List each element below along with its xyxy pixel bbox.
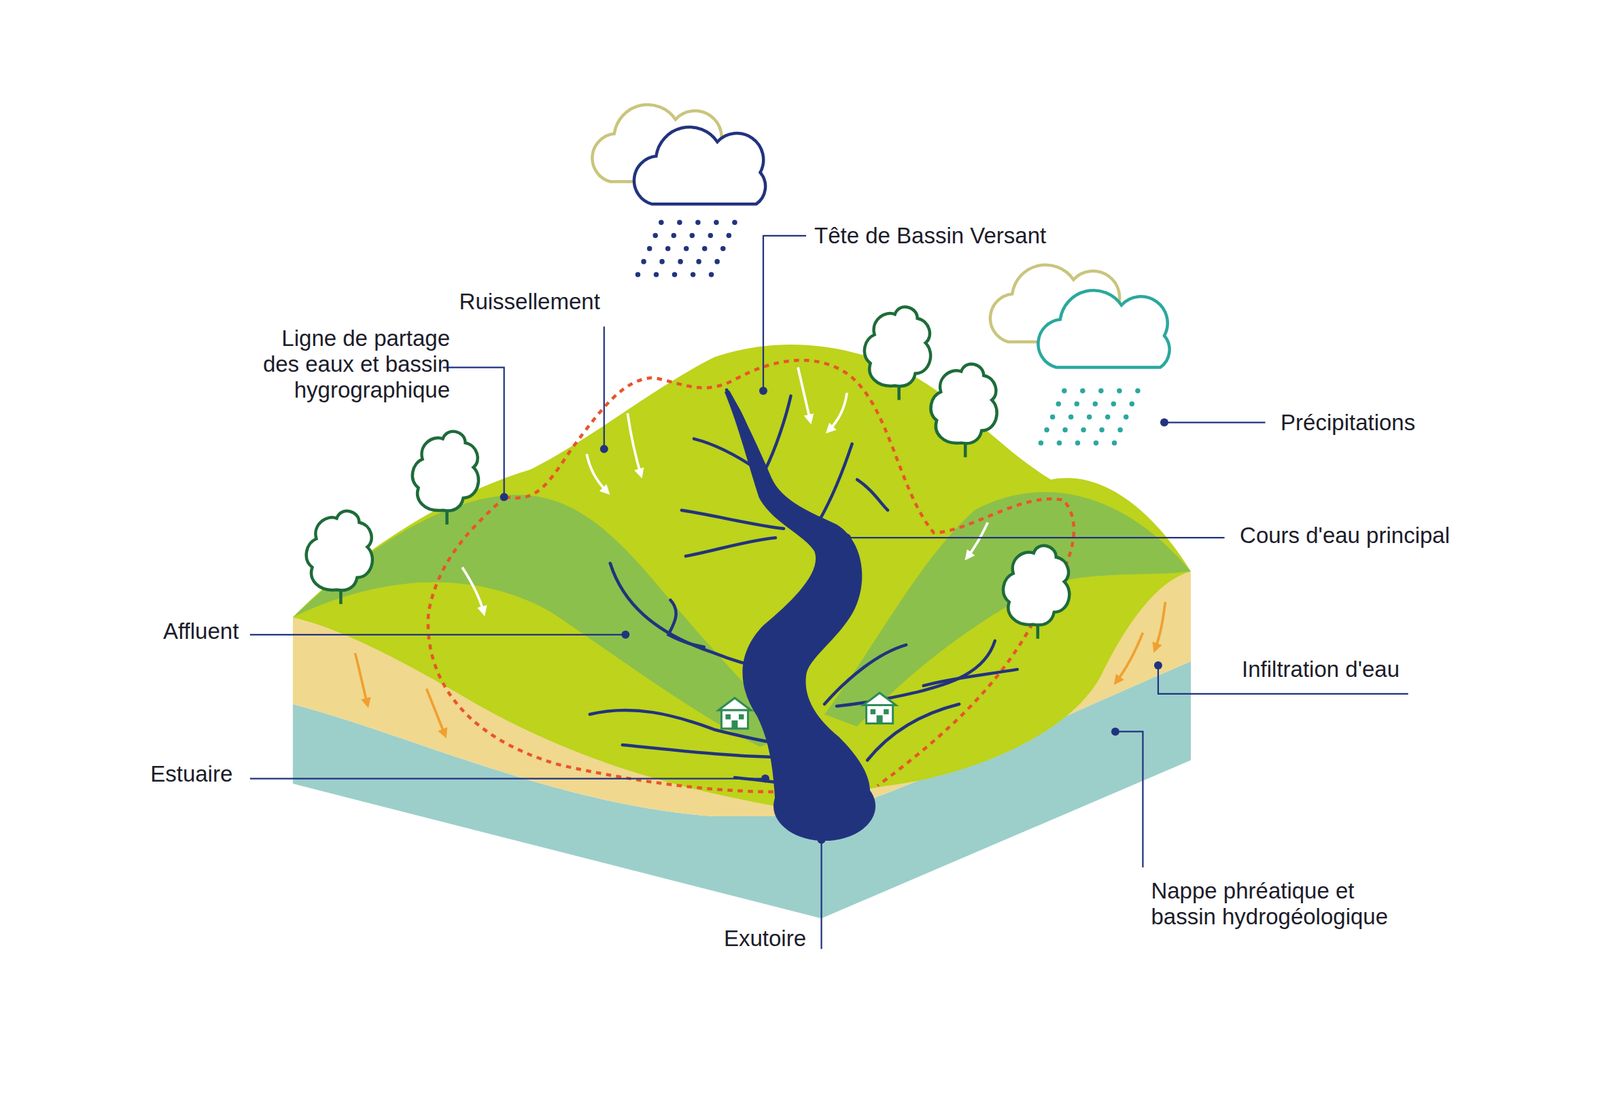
trees-part — [306, 511, 373, 605]
leader-dots — [500, 386, 1169, 845]
infiltration-arrows-part — [1154, 602, 1165, 650]
tributaries-part — [681, 510, 784, 529]
rain-teal — [1037, 390, 1138, 450]
runoff-arrows-part — [627, 413, 641, 475]
leader-lines-part — [820, 840, 822, 950]
tributaries-part — [836, 640, 996, 707]
runoff-arrows-part — [462, 567, 484, 613]
leader-dots-part — [600, 445, 609, 454]
runoff-arrows-part — [828, 392, 847, 431]
callout-label: Nappe phréatique et bassin hydrogéologiq… — [1150, 878, 1416, 930]
leader-lines-part — [1164, 421, 1266, 423]
callout-label: Ruissellement — [459, 288, 601, 315]
hills-part — [292, 344, 1191, 807]
leader-dots-part — [1111, 727, 1120, 736]
callout-label: Cours d'eau principal — [1239, 522, 1450, 549]
tributaries-part — [668, 600, 705, 648]
trees-part — [412, 431, 479, 525]
callout-label: Tête de Bassin Versant — [814, 222, 1047, 249]
leader-dots-part — [621, 630, 630, 639]
leader-dots-part — [761, 774, 770, 784]
tributaries-part — [824, 645, 907, 705]
clouds-part — [1037, 290, 1170, 368]
leader-dots-part — [1154, 661, 1163, 670]
leader-dots-part — [759, 386, 768, 395]
leader-lines-part — [1115, 731, 1144, 868]
clouds-part — [634, 127, 766, 204]
trees-part — [1003, 545, 1070, 639]
trees-part — [930, 364, 997, 458]
leader-lines-part — [250, 777, 766, 779]
leader-lines-part — [603, 326, 605, 449]
leader-lines-part — [443, 367, 505, 498]
tributaries-part — [923, 669, 1018, 686]
tributaries-part — [857, 479, 888, 511]
leader-dots-part — [842, 533, 851, 542]
leader-dots-part — [1160, 418, 1169, 427]
main-river — [724, 390, 876, 841]
runoff-arrows-part — [797, 367, 811, 421]
tributaries-part — [765, 396, 792, 470]
callout-label: Précipitations — [1280, 409, 1416, 436]
watershed-divide-part — [428, 360, 1074, 792]
infiltration-arrows-part — [1116, 632, 1143, 682]
tributaries-part — [622, 744, 786, 758]
hills — [292, 344, 1191, 807]
tributaries-part — [816, 443, 853, 526]
callout-label: Estuaire — [150, 761, 233, 788]
rain-navy — [634, 222, 735, 282]
rain-navy-part — [708, 222, 735, 282]
leader-dots-part — [817, 836, 826, 845]
main-river-part — [724, 390, 871, 807]
houses — [718, 692, 896, 729]
infiltration-arrows-part — [426, 688, 446, 735]
rain-teal-part — [1111, 390, 1138, 450]
callout-label: Infiltration d'eau — [1241, 656, 1400, 683]
tributaries-part — [685, 537, 776, 556]
callout-label: Exutoire — [723, 925, 807, 952]
leader-lines-part — [250, 634, 626, 636]
callout-label: Affluent — [163, 618, 239, 645]
trees-part — [864, 307, 931, 401]
runoff-arrows-part — [967, 522, 988, 558]
hills-part — [292, 582, 776, 807]
callout-label: Ligne de partage des eaux et bassin hygr… — [252, 325, 450, 404]
main-river-part — [773, 771, 876, 841]
leader-lines-part — [846, 536, 1225, 539]
runoff-arrows — [462, 367, 988, 613]
houses-part — [718, 698, 752, 729]
infiltration-arrows-part — [354, 653, 368, 705]
houses-part — [863, 692, 896, 724]
clouds — [592, 104, 1170, 368]
leader-lines — [250, 235, 1409, 949]
leader-lines-part — [763, 235, 807, 391]
leader-dots-part — [500, 492, 509, 501]
tributaries-part — [610, 563, 766, 669]
runoff-arrows-part — [586, 454, 607, 493]
watershed-divide — [428, 360, 1074, 792]
